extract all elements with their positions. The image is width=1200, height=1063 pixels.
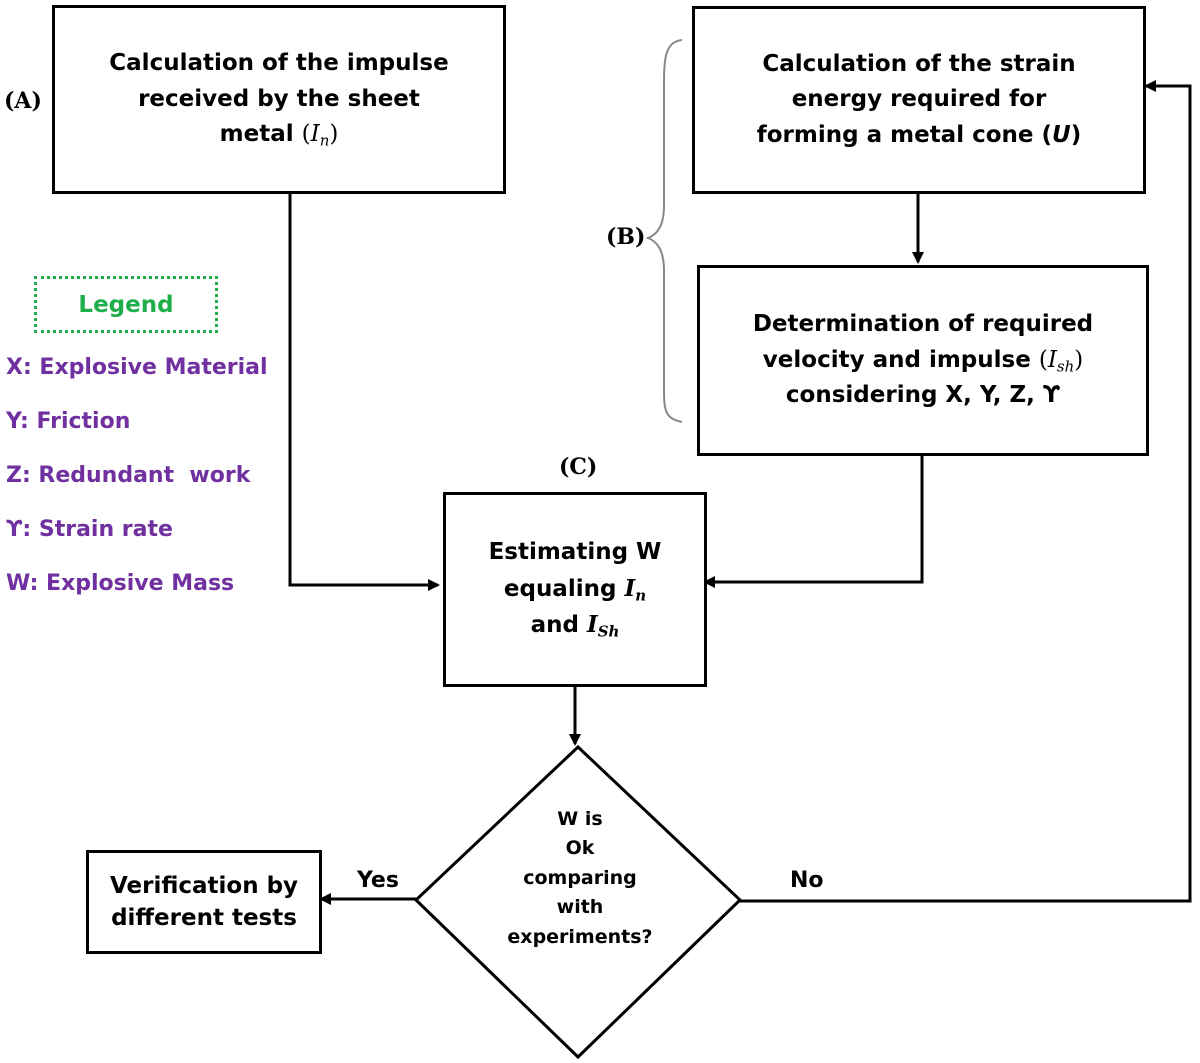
impulse-box-metal: metal	[219, 121, 294, 148]
strain-box-close: )	[1070, 121, 1082, 148]
estimate-box-line-3: and ISh	[531, 607, 620, 644]
estimate-ish-sub: Sh	[597, 622, 620, 641]
strain-box-line-1: Calculation of the strain	[762, 50, 1076, 77]
strain-energy-symbol: U	[1052, 121, 1071, 148]
impulse-subscript: n	[319, 131, 330, 150]
impulse-symbol: I	[310, 121, 320, 148]
edge-a-to-estimate	[288, 192, 440, 591]
yes-label: Yes	[357, 868, 399, 893]
decision-text: W is Ok comparing with experiments?	[470, 805, 690, 952]
ish-symbol: I	[1047, 346, 1057, 373]
strain-box-text: forming a metal cone (	[756, 121, 1053, 148]
estimate-box-and: and	[530, 612, 579, 639]
estimate-ish-i: I	[586, 611, 598, 639]
decision-line-5: experiments?	[507, 925, 653, 948]
legend-item-w: W: Explosive Mass	[6, 571, 235, 596]
tag-a: (A)	[4, 88, 42, 114]
decision-line-2: Ok	[565, 837, 595, 860]
estimate-box-line-1: Estimating W	[488, 539, 662, 566]
velocity-impulse-box: Determination of required velocity and i…	[697, 265, 1149, 456]
estimate-w-box: Estimating W equaling In and ISh	[443, 492, 707, 687]
legend-item-z: Z: Redundant work	[6, 463, 251, 488]
decision-line-3: comparing	[523, 866, 637, 889]
edge-determination-to-estimate	[703, 454, 924, 588]
edge-decision-no	[740, 80, 1192, 903]
impulse-box-line-3: metal (In)	[219, 121, 339, 150]
velocity-box-line-1: Determination of required	[752, 311, 1094, 338]
impulse-in-symbol: In	[310, 121, 330, 150]
velocity-box-line-3: considering X, Y, Z, ϒ	[785, 382, 1061, 409]
impulse-ish-symbol: Ish	[1047, 346, 1075, 376]
verification-line-1: Verification by	[109, 872, 299, 899]
estimate-box-line-2: equaling In	[504, 571, 646, 608]
legend-item-y: Y: Friction	[6, 409, 131, 434]
strain-energy-box: Calculation of the strain energy require…	[692, 6, 1146, 194]
no-label: No	[790, 868, 824, 893]
tag-b: (B)	[606, 224, 646, 250]
verification-box: Verification by different tests	[86, 850, 322, 954]
legend-item-strain-rate: ϒ: Strain rate	[6, 517, 173, 542]
impulse-box-line-1: Calculation of the impulse	[109, 50, 449, 77]
estimate-in-symbol: In	[624, 574, 647, 605]
estimate-in-sub: n	[635, 586, 647, 605]
velocity-box-text: velocity and impulse	[762, 346, 1031, 373]
velocity-box-line-2: velocity and impulse (Ish)	[762, 346, 1084, 376]
decision-line-1: W is	[557, 808, 603, 830]
legend-title: Legend	[34, 276, 218, 333]
strain-box-line-3: forming a metal cone (U)	[757, 118, 1081, 154]
impulse-box-line-2: received by the sheet	[138, 85, 420, 112]
decision-diamond	[413, 744, 743, 1060]
verification-line-2: different tests	[111, 905, 297, 931]
legend-item-x: X: Explosive Material	[6, 355, 268, 380]
decision-line-4: with	[556, 896, 604, 919]
tag-c: (C)	[559, 454, 598, 480]
ish-subscript: sh	[1056, 357, 1075, 376]
estimate-box-equaling: equaling	[503, 575, 617, 602]
estimate-in-i: I	[624, 574, 636, 602]
brace-b	[645, 39, 683, 423]
estimate-ish-symbol: ISh	[586, 611, 620, 641]
impulse-calculation-box: Calculation of the impulse received by t…	[52, 5, 506, 194]
strain-box-line-2: energy required for	[791, 86, 1047, 113]
